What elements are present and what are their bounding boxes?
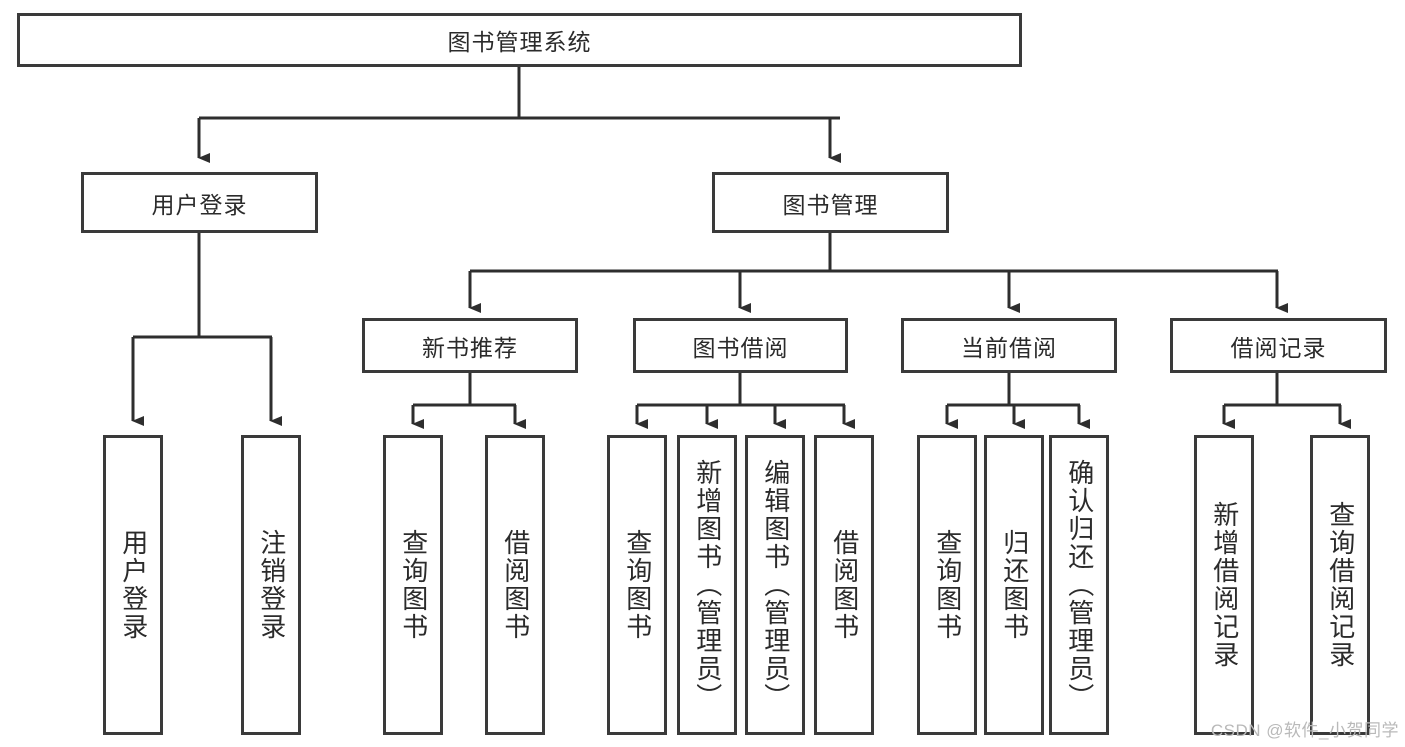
node-new-book-recommend[interactable]: 新书推荐 — [362, 318, 578, 373]
node-label: 编辑图书（管理员） — [760, 459, 791, 711]
leaf-user-login-logout[interactable]: 注销登录 — [241, 435, 301, 735]
node-label: 查询图书 — [932, 529, 963, 641]
node-label: 新增借阅记录 — [1209, 501, 1240, 669]
node-book-borrow[interactable]: 图书借阅 — [633, 318, 848, 373]
leaf-new-book-borrow-book[interactable]: 借阅图书 — [485, 435, 545, 735]
node-current-borrow[interactable]: 当前借阅 — [901, 318, 1117, 373]
node-label: 查询图书 — [622, 529, 653, 641]
node-label: 确认归还（管理员） — [1064, 459, 1095, 711]
leaf-current-borrow-confirm-return-admin[interactable]: 确认归还（管理员） — [1049, 435, 1109, 735]
node-label: 新增图书（管理员） — [692, 459, 723, 711]
node-label: 当前借阅 — [961, 334, 1057, 361]
leaf-book-borrow-add-book-admin[interactable]: 新增图书（管理员） — [677, 435, 737, 735]
leaf-book-borrow-query-book[interactable]: 查询图书 — [607, 435, 667, 735]
node-label: 用户登录 — [151, 191, 248, 218]
node-label: 注销登录 — [256, 529, 287, 641]
node-label: 归还图书 — [999, 529, 1030, 641]
node-user-login[interactable]: 用户登录 — [81, 172, 318, 233]
leaf-current-borrow-query-book[interactable]: 查询图书 — [917, 435, 977, 735]
node-label: 图书管理系统 — [447, 29, 592, 55]
node-label: 图书管理 — [782, 191, 879, 218]
node-label: 查询借阅记录 — [1325, 501, 1356, 669]
leaf-borrow-record-add-record[interactable]: 新增借阅记录 — [1194, 435, 1254, 735]
node-label: 借阅记录 — [1230, 334, 1327, 361]
node-book-management[interactable]: 图书管理 — [712, 172, 949, 233]
leaf-book-borrow-edit-book-admin[interactable]: 编辑图书（管理员） — [745, 435, 805, 735]
leaf-user-login-signin[interactable]: 用户登录 — [103, 435, 163, 735]
watermark: CSDN @软件_小贺同学 — [1210, 721, 1399, 740]
leaf-current-borrow-return-book[interactable]: 归还图书 — [984, 435, 1044, 735]
node-label: 借阅图书 — [500, 529, 531, 641]
node-label: 用户登录 — [118, 529, 149, 641]
node-label: 图书借阅 — [692, 334, 789, 361]
leaf-borrow-record-query-record[interactable]: 查询借阅记录 — [1310, 435, 1370, 735]
node-label: 新书推荐 — [422, 334, 518, 361]
leaf-new-book-query-book[interactable]: 查询图书 — [383, 435, 443, 735]
node-borrow-record[interactable]: 借阅记录 — [1170, 318, 1387, 373]
leaf-book-borrow-borrow-book[interactable]: 借阅图书 — [814, 435, 874, 735]
node-label: 查询图书 — [398, 529, 429, 641]
node-label: 借阅图书 — [829, 529, 860, 641]
node-root-book-management-system[interactable]: 图书管理系统 — [17, 13, 1022, 67]
